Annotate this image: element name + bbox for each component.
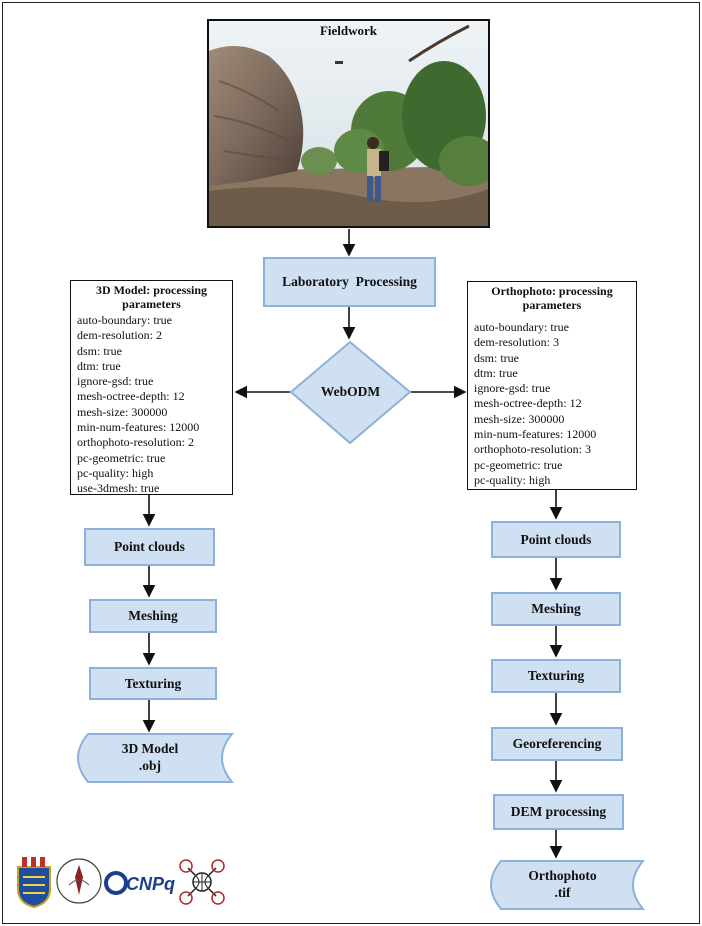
right-output-line2: .tif xyxy=(554,885,571,900)
left-param-line: mesh-octree-depth: 12 xyxy=(77,389,185,404)
left-param-line: pc-geometric: true xyxy=(77,450,166,465)
cnpq-logo-text: CNPq xyxy=(126,874,175,894)
right-step-label: Texturing xyxy=(527,668,585,683)
left-param-line: dem-resolution: 2 xyxy=(77,328,162,343)
webodm-diamond xyxy=(289,340,412,445)
right-step-texturing: Texturing xyxy=(491,659,621,693)
left-param-line: orthophoto-resolution: 2 xyxy=(77,435,194,450)
left-param-line: use-3dmesh: true xyxy=(77,481,160,496)
archaeology-dept-logo xyxy=(56,858,102,904)
left-step-meshing: Meshing xyxy=(89,599,217,633)
laboratory-processing-label: Laboratory Processing xyxy=(282,274,417,289)
right-param-line: auto-boundary: true xyxy=(474,320,569,334)
right-step-point-clouds: Point clouds xyxy=(491,521,621,558)
left-step-point-clouds: Point clouds xyxy=(84,528,215,566)
right-step-georeferencing: Georeferencing xyxy=(491,727,623,761)
right-step-dem-processing: DEM processing xyxy=(493,794,624,830)
webodm-label: WebODM xyxy=(320,384,381,399)
left-param-line: min-num-features: 12000 xyxy=(77,420,200,435)
left-param-line: ignore-gsd: true xyxy=(77,374,154,389)
right-step-label: DEM processing xyxy=(510,804,607,819)
right-output-line1: Orthophoto xyxy=(528,868,597,883)
right-param-line: orthophoto-resolution: 3 xyxy=(474,442,591,457)
fieldwork-photo xyxy=(209,21,488,226)
right-parameters-heading: Orthophoto: processing parameters xyxy=(491,284,613,312)
right-param-line: dem-resolution: 3 xyxy=(474,335,559,350)
left-output-label: 3D Model .obj xyxy=(90,740,210,774)
left-step-label: Point clouds xyxy=(114,539,185,554)
left-output-line2: .obj xyxy=(138,758,162,773)
right-output-shape xyxy=(490,860,646,910)
fieldwork-photo-panel: Fieldwork xyxy=(207,19,490,228)
right-param-line: pc-geometric: true xyxy=(474,457,563,472)
right-step-meshing: Meshing xyxy=(491,592,621,626)
left-param-line: dsm: true xyxy=(77,343,122,358)
right-param-line: pc-quality: high xyxy=(474,472,551,487)
left-output-line1: 3D Model xyxy=(121,741,179,756)
left-output-shape xyxy=(77,733,235,783)
right-step-label: Georeferencing xyxy=(512,736,602,751)
left-step-texturing: Texturing xyxy=(89,667,217,700)
cnpq-logo: CNPq xyxy=(104,871,175,895)
left-param-line: dtm: true xyxy=(77,358,121,373)
right-step-label: Meshing xyxy=(531,601,581,616)
right-param-line: ignore-gsd: true xyxy=(474,381,551,396)
right-param-line: dsm: true xyxy=(474,350,519,365)
left-parameters-heading: 3D Model: processing parameters xyxy=(95,283,208,311)
left-param-line: auto-boundary: true xyxy=(77,313,172,327)
left-parameters-box: 3D Model: processing parameters auto-bou… xyxy=(70,280,233,495)
university-crest-logo xyxy=(17,857,51,909)
right-param-line: min-num-features: 12000 xyxy=(474,427,597,442)
left-step-label: Texturing xyxy=(124,675,182,691)
left-param-line: mesh-size: 300000 xyxy=(77,404,168,419)
laboratory-processing-box: Laboratory Processing xyxy=(263,257,436,307)
right-step-label: Point clouds xyxy=(520,531,592,547)
drone-lab-logo xyxy=(179,859,225,905)
right-param-line: dtm: true xyxy=(474,365,518,380)
right-output-label: Orthophoto .tif xyxy=(500,867,625,901)
right-param-line: mesh-octree-depth: 12 xyxy=(474,396,582,411)
left-step-label: Meshing xyxy=(128,608,178,623)
left-param-line: pc-quality: high xyxy=(77,465,154,480)
right-param-line: mesh-size: 300000 xyxy=(474,411,565,426)
right-parameters-box: Orthophoto: processing parameters auto-b… xyxy=(467,281,637,490)
fieldwork-title: Fieldwork xyxy=(319,23,378,38)
